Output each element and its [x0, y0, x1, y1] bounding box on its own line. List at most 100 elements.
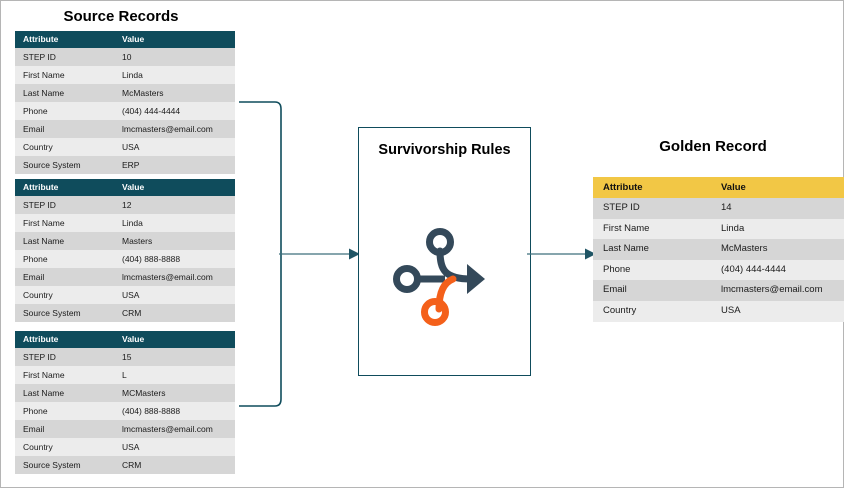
source-record-3-attribute-cell: Phone — [15, 402, 114, 420]
source-record-2-value-cell: (404) 888-8888 — [114, 250, 235, 268]
golden-record-attribute-cell: STEP ID — [593, 198, 711, 219]
golden-record-attribute-cell: Email — [593, 280, 711, 301]
source-record-1-header-value: Value — [114, 31, 235, 48]
source-record-3-attribute-cell: Email — [15, 420, 114, 438]
source-record-2-attribute-cell: Source System — [15, 304, 114, 322]
source-record-1-value-cell: USA — [114, 138, 235, 156]
source-record-1-value-cell: 10 — [114, 48, 235, 66]
golden-record-value-cell: McMasters — [711, 239, 844, 260]
arrow-to-golden — [527, 248, 596, 260]
source-record-3-value-cell: L — [114, 366, 235, 384]
golden-record-value-cell: USA — [711, 300, 844, 322]
source-record-1-attribute-cell: First Name — [15, 66, 114, 84]
merge-rules-icon — [392, 228, 485, 326]
source-record-3-attribute-cell: Source System — [15, 456, 114, 474]
source-record-1-attribute-cell: Source System — [15, 156, 114, 174]
source-record-1-value-cell: McMasters — [114, 84, 235, 102]
source-record-3-value-cell: USA — [114, 438, 235, 456]
source-record-3-attribute-cell: STEP ID — [15, 348, 114, 366]
source-record-2-value-cell: CRM — [114, 304, 235, 322]
source-record-3-value-cell: 15 — [114, 348, 235, 366]
source-record-2-attribute-cell: Last Name — [15, 232, 114, 250]
source-record-2-attribute-cell: Phone — [15, 250, 114, 268]
table-row: Phone(404) 888-8888 — [15, 250, 235, 268]
source-record-2-attribute-cell: Country — [15, 286, 114, 304]
source-record-2-value-cell: Linda — [114, 214, 235, 232]
golden-record-value-cell: (404) 444-4444 — [711, 259, 844, 281]
golden-record-attribute-cell: Country — [593, 300, 711, 322]
table-row: Phone(404) 444-4444 — [593, 259, 844, 281]
source-record-3-attribute-cell: First Name — [15, 366, 114, 384]
source-records-title: Source Records — [63, 8, 179, 25]
survivorship-rules-box: Survivorship Rules — [358, 127, 531, 376]
source-record-3-value-cell: (404) 888-8888 — [114, 402, 235, 420]
golden-record-attribute-cell: First Name — [593, 218, 711, 240]
golden-record-value-cell: 14 — [711, 198, 844, 219]
golden-record-value-cell: lmcmasters@email.com — [711, 280, 844, 301]
source-record-1-attribute-cell: Country — [15, 138, 114, 156]
source-record-2-value-cell: USA — [114, 286, 235, 304]
golden-record-value-cell: Linda — [711, 218, 844, 240]
arrow-to-rules — [279, 248, 360, 260]
source-record-1-attribute-cell: STEP ID — [15, 48, 114, 66]
source-record-1-attribute-cell: Phone — [15, 102, 114, 120]
table-row: Phone(404) 444-4444 — [15, 102, 235, 120]
table-row: Phone(404) 888-8888 — [15, 402, 235, 420]
source-record-2-value-cell: lmcmasters@email.com — [114, 268, 235, 286]
source-record-1-value-cell: Linda — [114, 66, 235, 84]
source-record-3-value-cell: MCMasters — [114, 384, 235, 402]
source-record-2-attribute-cell: First Name — [15, 214, 114, 232]
survivorship-rules-title: Survivorship Rules — [378, 142, 511, 158]
source-record-2-attribute-cell: STEP ID — [15, 196, 114, 214]
golden-record-title: Golden Record — [659, 138, 767, 155]
golden-record-attribute-cell: Last Name — [593, 239, 711, 260]
source-record-2-header-value: Value — [114, 179, 235, 196]
source-record-1-value-cell: ERP — [114, 156, 235, 174]
source-record-1-header-attribute: Attribute — [15, 31, 114, 48]
source-record-3-attribute-cell: Country — [15, 438, 114, 456]
source-record-2-header-attribute: Attribute — [15, 179, 114, 196]
golden-record-header-attribute: Attribute — [593, 177, 711, 198]
source-record-3-value-cell: lmcmasters@email.com — [114, 420, 235, 438]
source-record-1-attribute-cell: Email — [15, 120, 114, 138]
source-record-3-header-attribute: Attribute — [15, 331, 114, 348]
source-record-2-value-cell: 12 — [114, 196, 235, 214]
source-record-1-value-cell: (404) 444-4444 — [114, 102, 235, 120]
source-record-1-value-cell: lmcmasters@email.com — [114, 120, 235, 138]
source-record-1-attribute-cell: Last Name — [15, 84, 114, 102]
source-record-3-attribute-cell: Last Name — [15, 384, 114, 402]
source-record-3-header-value: Value — [114, 331, 235, 348]
source-record-2-attribute-cell: Email — [15, 268, 114, 286]
